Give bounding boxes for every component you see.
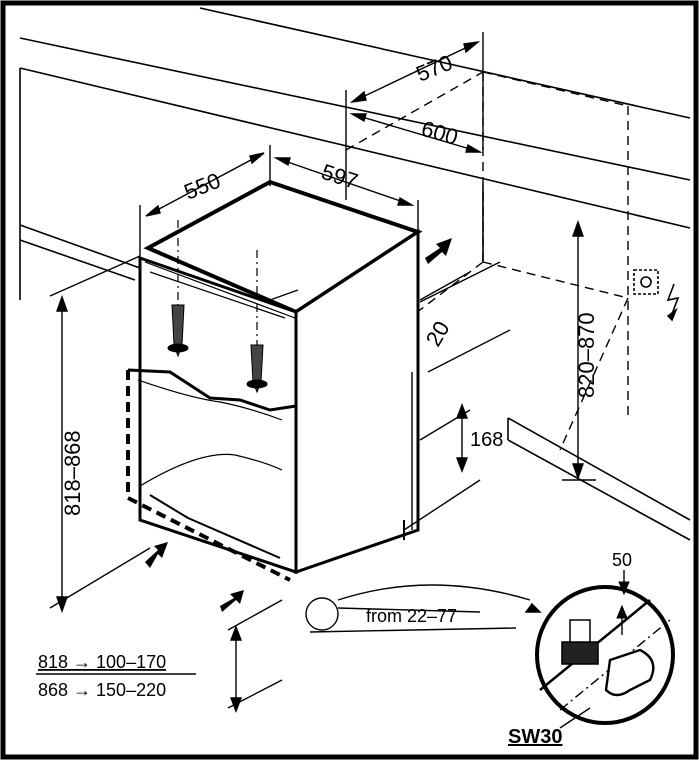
airflow-arrow-icon — [145, 238, 452, 612]
dim-600 — [349, 113, 483, 153]
electrical-socket-icon — [633, 269, 680, 322]
dim-820-870 — [562, 219, 596, 481]
dim-597-label: 597 — [318, 159, 361, 194]
dim-818-868 — [49, 255, 151, 614]
wrench-size-label: SW30 — [508, 726, 562, 748]
worktop-lines — [19, 7, 691, 541]
dim-570 — [345, 32, 484, 200]
foot-adjust-label: from 22–77 — [366, 606, 457, 626]
dim-20-label: 20 — [421, 317, 455, 351]
height-table-row2: 868 → 150–220 — [38, 680, 166, 700]
dim-550 — [139, 152, 265, 258]
dim-820-870-label: 820–870 — [574, 312, 599, 398]
dim-600-label: 600 — [419, 116, 461, 150]
height-table — [36, 599, 283, 713]
screw-icon — [167, 220, 189, 358]
dim-168-label: 168 — [470, 429, 503, 451]
dim-168 — [403, 372, 481, 531]
dim-20 — [419, 261, 511, 373]
vent-clearance-label: 50 — [612, 550, 632, 570]
decor-panel — [126, 368, 297, 582]
detail-circle — [535, 570, 675, 729]
dim-818-868-label: 818–868 — [60, 430, 85, 516]
screw-icon — [246, 250, 268, 394]
dim-550-label: 550 — [181, 168, 224, 205]
height-table-row1: 818 → 100–170 — [38, 652, 166, 672]
foot-adjust-indicator — [305, 584, 542, 633]
dim-597 — [269, 145, 419, 235]
niche-outline — [345, 71, 629, 451]
